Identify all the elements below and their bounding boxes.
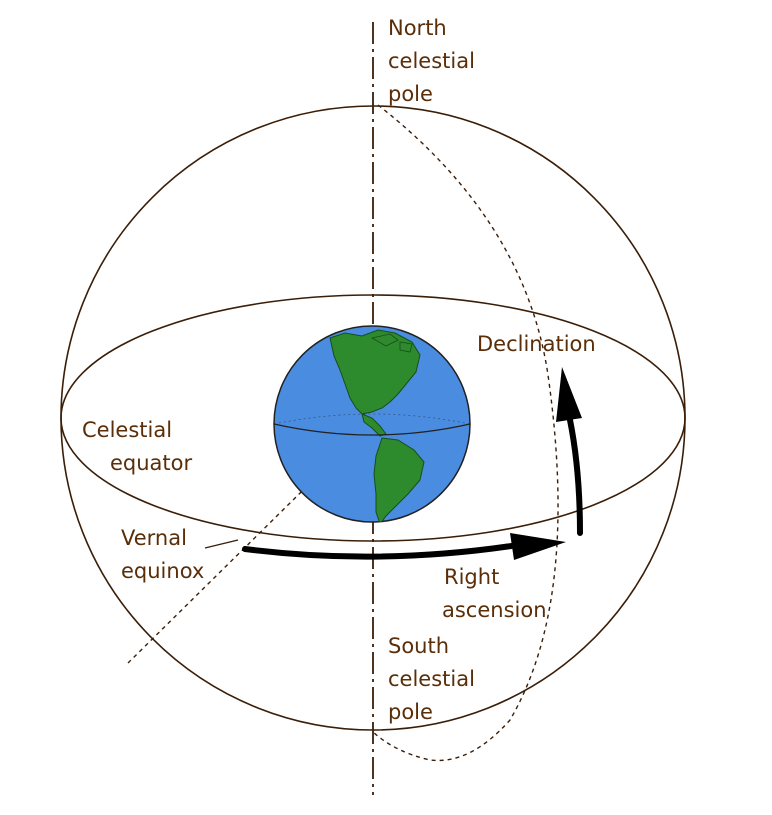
right-ascension-line1: Right (444, 565, 500, 589)
right-ascension-line2: ascension (442, 598, 547, 622)
right-ascension-label: Right ascension (442, 561, 547, 627)
declination-arrow (567, 417, 583, 536)
declination-label: Declination (477, 332, 596, 356)
vernal-equinox-line2: equinox (121, 559, 205, 583)
celestial-equator-label: Celestial equator (82, 414, 192, 480)
north-america-shape (329, 329, 421, 415)
vernal-equinox-pointer (204, 539, 239, 549)
south-celestial-pole-label: South celestial pole (388, 630, 475, 729)
north-pole-line1: North (388, 16, 447, 40)
hour-circle-dotted (372, 104, 559, 762)
declination-arrowhead (556, 367, 582, 422)
south-pole-line1: South (388, 634, 450, 658)
right-ascension-arrowhead (510, 533, 566, 560)
celestial-equator-line1: Celestial (82, 418, 173, 442)
vernal-equinox-line1: Vernal (121, 526, 187, 550)
south-pole-line3: pole (388, 700, 433, 724)
earth-globe (273, 325, 471, 523)
south-america-shape (373, 437, 425, 522)
south-pole-line2: celestial (388, 667, 475, 691)
north-celestial-pole-label: North celestial pole (388, 12, 475, 111)
north-pole-line2: celestial (388, 49, 475, 73)
vernal-equinox-label: Vernal equinox (121, 522, 204, 588)
north-pole-line3: pole (388, 82, 433, 106)
right-ascension-arrow (242, 542, 521, 560)
celestial-equator-line2: equator (110, 451, 193, 475)
